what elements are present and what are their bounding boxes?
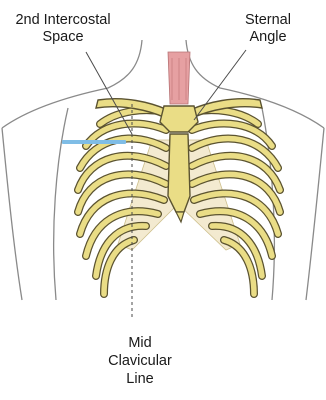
- midclav-label-line-3: Line: [98, 370, 182, 388]
- sternal-angle-label: Sternal Angle: [218, 12, 318, 46]
- midclavicular-line-label: Mid Clavicular Line: [98, 334, 182, 388]
- intercostal-label-line-1: 2nd Intercostal: [3, 12, 123, 29]
- right-arm-outline: [306, 128, 324, 300]
- right-shoulder-outline: [186, 40, 324, 128]
- midclav-label-line-2: Clavicular: [98, 352, 182, 370]
- sternal-label-line-2: Angle: [218, 29, 318, 46]
- sternum-body: [168, 134, 190, 212]
- sternal-label-line-1: Sternal: [218, 12, 318, 29]
- xiphoid-process: [176, 212, 184, 222]
- intercostal-label-line-2: Space: [3, 29, 123, 46]
- midclav-label-line-1: Mid: [98, 334, 182, 352]
- trachea: [168, 52, 190, 104]
- intercostal-space-label: 2nd Intercostal Space: [3, 12, 123, 46]
- left-torso-outline: [54, 108, 68, 300]
- left-arm-outline: [2, 128, 22, 300]
- blue-marker: [62, 140, 126, 144]
- manubrium: [160, 106, 198, 132]
